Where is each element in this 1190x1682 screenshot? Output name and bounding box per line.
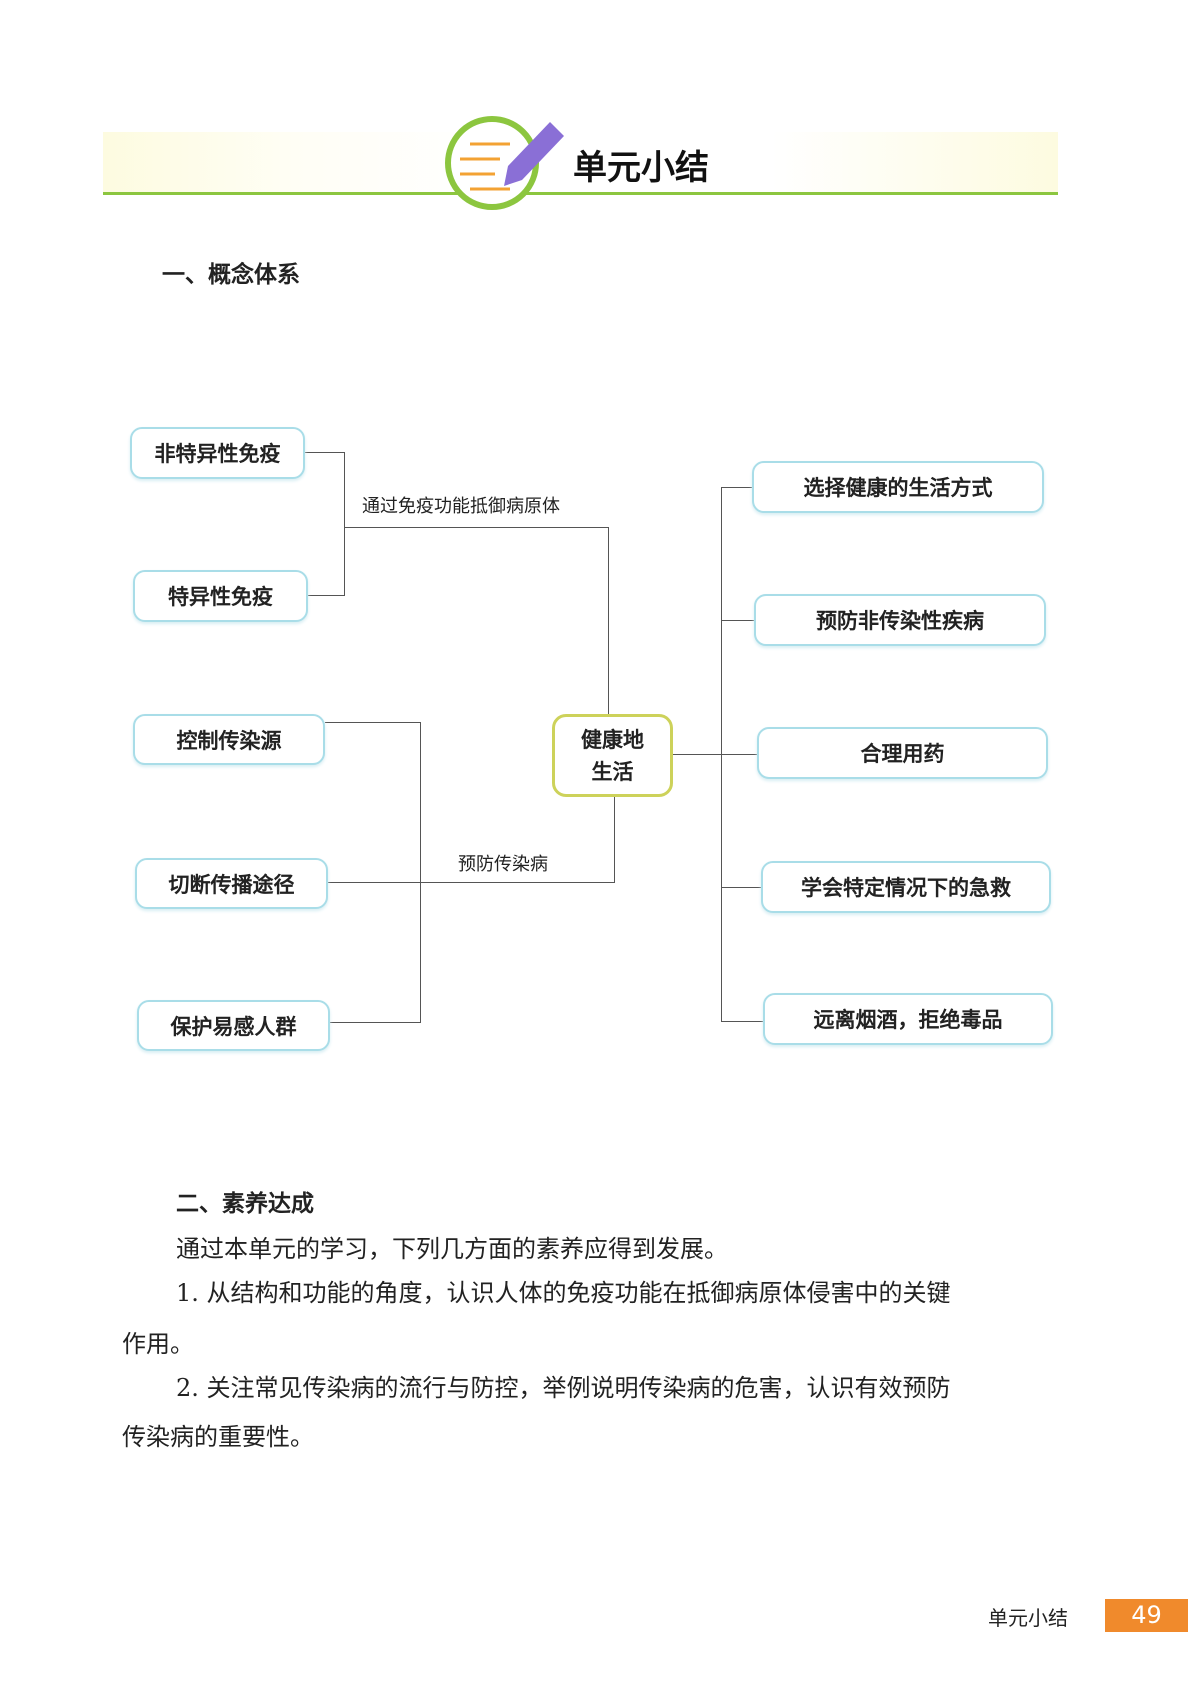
section-heading-literacy: 二、素养达成 <box>176 1190 314 1217</box>
connector <box>344 527 608 528</box>
paragraph-line: 传染病的重要性。 <box>122 1423 314 1451</box>
connector <box>305 452 345 453</box>
node-first-aid: 学会特定情况下的急救 <box>761 861 1051 913</box>
node-nonspecific-immunity: 非特异性免疫 <box>130 427 305 479</box>
node-cut-transmission: 切断传播途径 <box>135 858 328 909</box>
connector <box>328 882 615 883</box>
paragraph-line: 通过本单元的学习，下列几方面的素养应得到发展。 <box>176 1235 728 1263</box>
connector <box>308 595 345 596</box>
connector <box>325 722 421 723</box>
connector <box>614 797 615 883</box>
connector <box>721 1021 764 1022</box>
node-avoid-drugs: 远离烟酒，拒绝毒品 <box>763 993 1053 1045</box>
connector <box>330 1022 421 1023</box>
node-healthy-lifestyle: 选择健康的生活方式 <box>752 461 1044 513</box>
node-rational-medication: 合理用药 <box>757 727 1048 779</box>
paragraph-line: 作用。 <box>122 1330 194 1358</box>
node-specific-immunity: 特异性免疫 <box>133 570 308 622</box>
prevention-label: 预防传染病 <box>458 854 548 875</box>
node-control-source: 控制传染源 <box>133 714 325 765</box>
page-number: 49 <box>1105 1599 1188 1632</box>
connector <box>420 722 421 1022</box>
connector <box>673 754 721 755</box>
immunity-label: 通过免疫功能抵御病原体 <box>362 496 560 517</box>
header-band <box>103 132 1058 194</box>
center-line-1: 健康地 <box>581 727 644 752</box>
paragraph-line: 1. 从结构和功能的角度，认识人体的免疫功能在抵御病原体侵害中的关键 <box>176 1279 951 1307</box>
node-noncommunicable-prevention: 预防非传染性疾病 <box>754 594 1046 646</box>
connector <box>344 452 345 596</box>
footer-section-name: 单元小结 <box>988 1606 1068 1630</box>
connector <box>721 887 762 888</box>
node-protect-susceptible: 保护易感人群 <box>137 1000 330 1051</box>
section-heading-concepts: 一、概念体系 <box>162 262 300 288</box>
paragraph-line: 2. 关注常见传染病的流行与防控，举例说明传染病的危害，认识有效预防 <box>176 1374 951 1402</box>
header-rule <box>103 192 1058 195</box>
page-title: 单元小结 <box>573 148 709 188</box>
center-line-2: 生活 <box>591 759 634 784</box>
node-center-healthy-living: 健康地 生活 <box>552 714 673 797</box>
connector <box>721 754 758 755</box>
connector <box>721 487 753 488</box>
connector <box>721 620 755 621</box>
pencil-notes-icon <box>445 116 564 210</box>
connector <box>608 527 609 715</box>
